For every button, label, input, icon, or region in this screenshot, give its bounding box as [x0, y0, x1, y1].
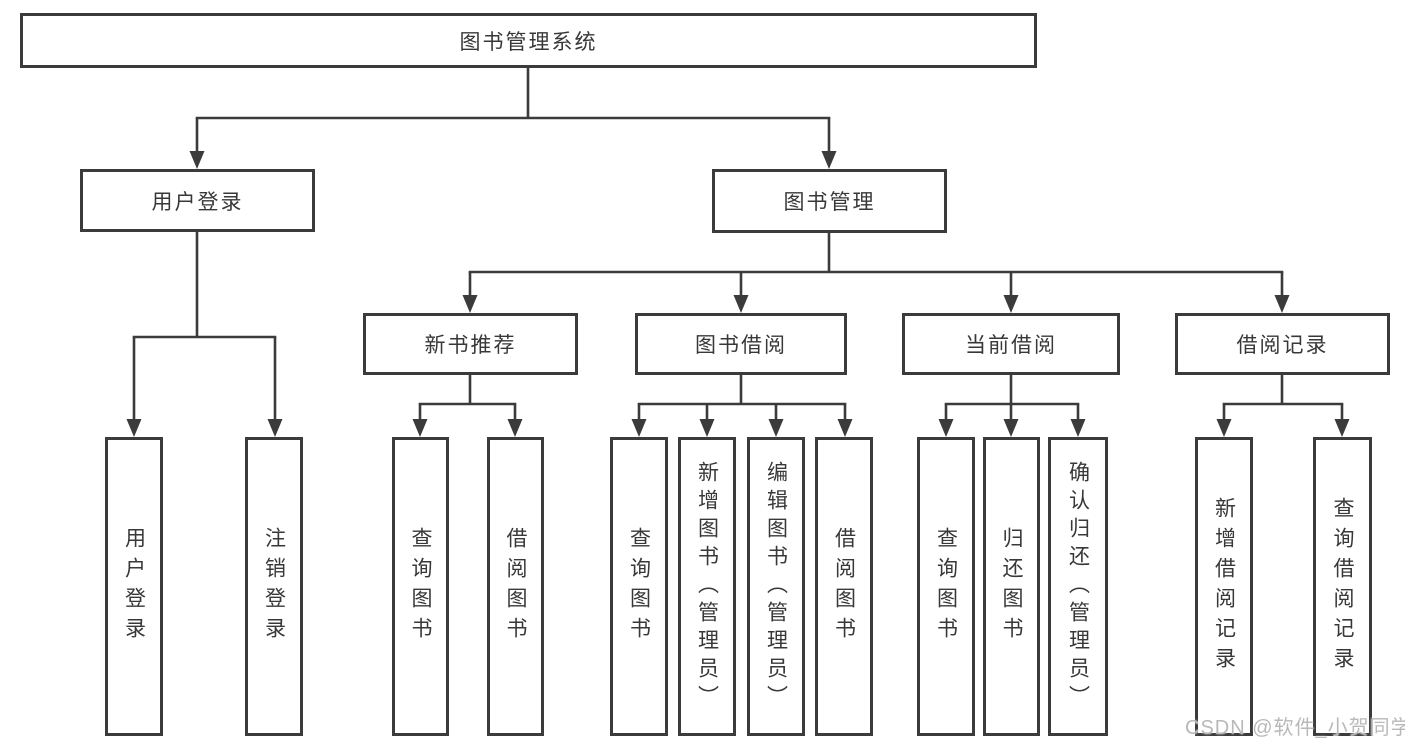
leaf-query-book-borrow: 查询图书 — [610, 437, 668, 736]
leaf-borrow-book-recommend-label: 借阅图书 — [504, 526, 527, 647]
node-book-borrow: 图书借阅 — [635, 313, 847, 375]
node-root: 图书管理系统 — [20, 13, 1037, 68]
arrowhead-icon — [1003, 295, 1019, 313]
leaf-borrow-book: 借阅图书 — [815, 437, 873, 736]
arrowhead-icon — [507, 419, 523, 437]
leaf-borrow-book-recommend: 借阅图书 — [487, 437, 544, 736]
arrowhead-icon — [631, 419, 647, 437]
arrowhead-icon — [412, 419, 428, 437]
node-current-borrow-label: 当前借阅 — [965, 334, 1057, 357]
leaf-borrow-book-label: 借阅图书 — [832, 526, 856, 647]
arrowhead-icon — [837, 419, 853, 437]
arrowhead-icon — [126, 419, 142, 437]
leaf-user-login: 用户登录 — [105, 437, 163, 736]
node-book-management: 图书管理 — [712, 169, 947, 233]
arrowhead-icon — [189, 151, 205, 169]
node-user-login: 用户登录 — [80, 169, 315, 232]
arrowhead-icon — [267, 419, 283, 437]
leaf-query-book-current-label: 查询图书 — [934, 526, 958, 647]
leaf-add-book-admin-label: 新增图书（管理员） — [695, 460, 719, 713]
leaf-query-book-borrow-label: 查询图书 — [627, 526, 651, 647]
leaf-add-book-admin: 新增图书（管理员） — [678, 437, 736, 736]
node-user-login-label: 用户登录 — [151, 190, 244, 214]
leaf-logout: 注销登录 — [245, 437, 303, 736]
node-borrow-records-label: 借阅记录 — [1236, 334, 1329, 357]
arrowhead-icon — [938, 419, 954, 437]
watermark: CSDN @软件_小贺同学 — [1185, 717, 1405, 739]
arrowhead-icon — [462, 295, 478, 313]
leaf-query-book-recommend-label: 查询图书 — [409, 526, 432, 647]
leaf-confirm-return-admin: 确认归还（管理员） — [1048, 437, 1108, 736]
leaf-user-login-label: 用户登录 — [122, 526, 146, 647]
leaf-return-book: 归还图书 — [983, 437, 1040, 736]
node-borrow-records: 借阅记录 — [1175, 313, 1390, 375]
arrowhead-icon — [1070, 419, 1086, 437]
leaf-edit-book-admin-label: 编辑图书（管理员） — [764, 460, 788, 713]
leaf-query-book-current: 查询图书 — [917, 437, 975, 736]
node-book-management-label: 图书管理 — [783, 191, 876, 214]
leaf-add-borrow-record-label: 新增借阅记录 — [1212, 496, 1236, 677]
arrowhead-icon — [1003, 419, 1019, 437]
arrowhead-icon — [1334, 419, 1350, 437]
leaf-query-book-recommend: 查询图书 — [392, 437, 449, 736]
leaf-logout-label: 注销登录 — [262, 526, 286, 647]
arrowhead-icon — [1274, 295, 1290, 313]
leaf-add-borrow-record: 新增借阅记录 — [1195, 437, 1253, 736]
arrowhead-icon — [699, 419, 715, 437]
node-new-book-recommend-label: 新书推荐 — [424, 334, 517, 357]
arrowhead-icon — [733, 295, 749, 313]
arrowhead-icon — [1216, 419, 1232, 437]
arrowhead-icon — [821, 151, 837, 169]
leaf-query-borrow-record: 查询借阅记录 — [1313, 437, 1372, 736]
node-current-borrow: 当前借阅 — [902, 313, 1120, 375]
leaf-confirm-return-admin-label: 确认归还（管理员） — [1066, 460, 1090, 713]
node-new-book-recommend: 新书推荐 — [363, 313, 578, 375]
leaf-return-book-label: 归还图书 — [1000, 526, 1023, 647]
leaf-query-borrow-record-label: 查询借阅记录 — [1331, 496, 1354, 677]
node-book-borrow-label: 图书借阅 — [695, 334, 787, 357]
arrowhead-icon — [768, 419, 784, 437]
leaf-edit-book-admin: 编辑图书（管理员） — [747, 437, 805, 736]
node-root-label: 图书管理系统 — [459, 30, 598, 54]
